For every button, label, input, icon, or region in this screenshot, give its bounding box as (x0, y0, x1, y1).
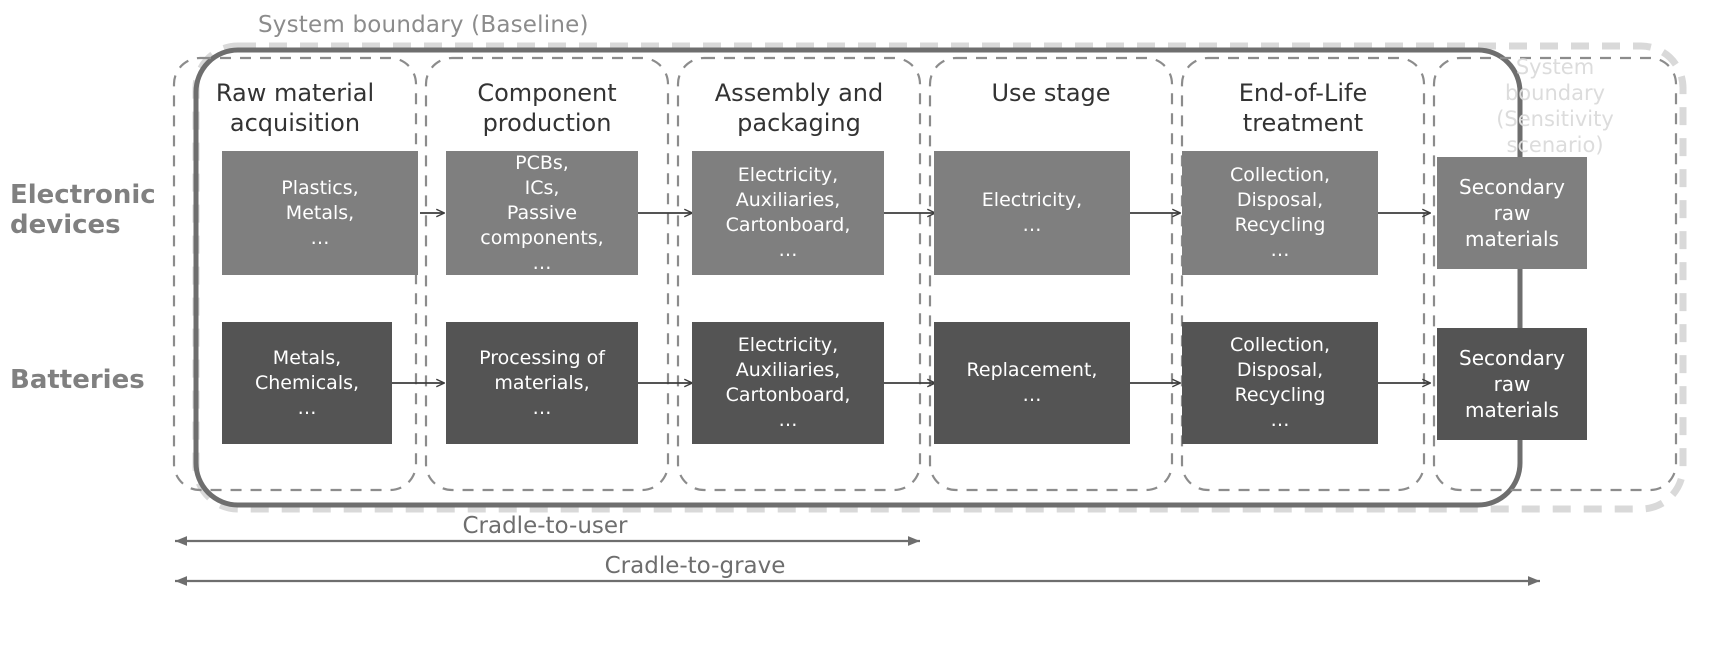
cell-electronic-devices-assembly-and-packaging: Electricity, Auxiliaries, Cartonboard, … (692, 151, 884, 275)
cell-batteries-assembly-and-packaging: Electricity, Auxiliaries, Cartonboard, … (692, 322, 884, 444)
cell-batteries-raw-material-acquisition: Metals, Chemicals, … (222, 322, 392, 444)
cell-electronic-devices-raw-material-acquisition: Plastics, Metals, … (222, 151, 418, 275)
cell-batteries-component-production: Processing of materials, … (446, 322, 638, 444)
column-title-end-of-life-treatment: End-of-Life treatment (1238, 79, 1368, 137)
span-label-cradle-to-user: Cradle-to-user (462, 513, 628, 539)
row-label-electronic-devices: Electronic devices (10, 180, 156, 240)
cell-batteries-secondary-raw-materials: Secondary raw materials (1437, 328, 1587, 440)
system-boundary-sensitivity-label: System boundary (Sensitivity scenario) (1470, 54, 1640, 158)
column-title-assembly-and-packaging: Assembly and packaging (714, 79, 884, 137)
system-boundary-sensitivity-text: System boundary (Sensitivity scenario) (1496, 55, 1614, 157)
cell-electronic-devices-secondary-raw-materials: Secondary raw materials (1437, 157, 1587, 269)
cell-batteries-use-stage: Replacement, … (934, 322, 1130, 444)
row-label-batteries: Batteries (10, 365, 145, 395)
cell-electronic-devices-component-production: PCBs, ICs, Passive components, … (446, 151, 638, 275)
column-title-raw-material-acquisition: Raw material acquisition (215, 79, 375, 137)
column-title-component-production: Component production (477, 79, 617, 137)
cell-electronic-devices-end-of-life-treatment: Collection, Disposal, Recycling … (1182, 151, 1378, 275)
column-title-use-stage: Use stage (991, 79, 1111, 107)
system-boundary-baseline-label: System boundary (Baseline) (258, 12, 589, 38)
span-label-cradle-to-grave: Cradle-to-grave (604, 553, 786, 579)
cell-batteries-end-of-life-treatment: Collection, Disposal, Recycling … (1182, 322, 1378, 444)
cell-electronic-devices-use-stage: Electricity, … (934, 151, 1130, 275)
